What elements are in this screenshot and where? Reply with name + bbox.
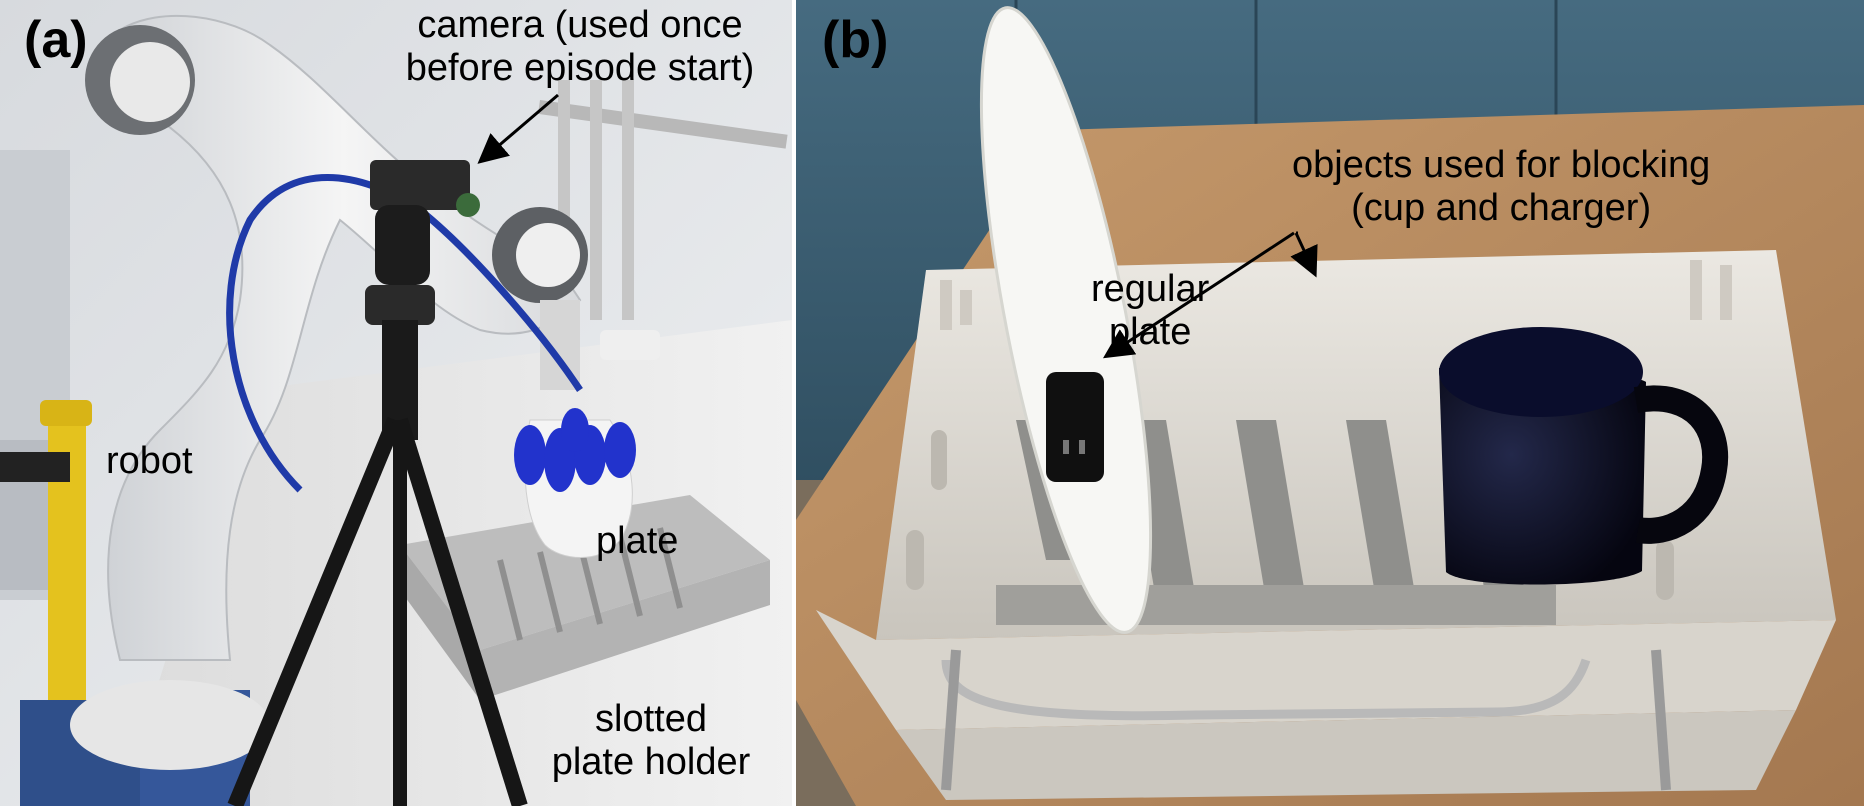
objects-label: objects used for blocking (cup and charg…	[1292, 144, 1711, 229]
camera-body	[370, 160, 470, 210]
robot-lab-scene	[0, 0, 792, 806]
rack-back-prongs	[940, 260, 1732, 330]
panel-b-letter: (b)	[822, 11, 889, 69]
camera-tripod	[227, 160, 528, 806]
regular-plate-label: regular plate	[1091, 268, 1210, 353]
dish-rack-scene	[796, 0, 1864, 806]
panel-a-letter: (a)	[24, 11, 88, 69]
rack-handle	[941, 658, 1591, 721]
air-tube	[226, 174, 583, 493]
panel-b-photo: (b) objects used for blocking (cup and c…	[796, 0, 1864, 806]
robot-label: robot	[106, 440, 193, 482]
plate-label: plate	[596, 520, 679, 562]
charger	[1046, 372, 1104, 482]
holder-label: slotted plate holder	[551, 698, 751, 783]
camera-label: camera (used once before episode start)	[405, 4, 755, 89]
soft-gripper	[514, 408, 636, 492]
black-mug	[1439, 327, 1729, 585]
panel-a-photo: (a) camera (used once before episode sta…	[0, 0, 792, 806]
robot-base	[70, 680, 270, 770]
